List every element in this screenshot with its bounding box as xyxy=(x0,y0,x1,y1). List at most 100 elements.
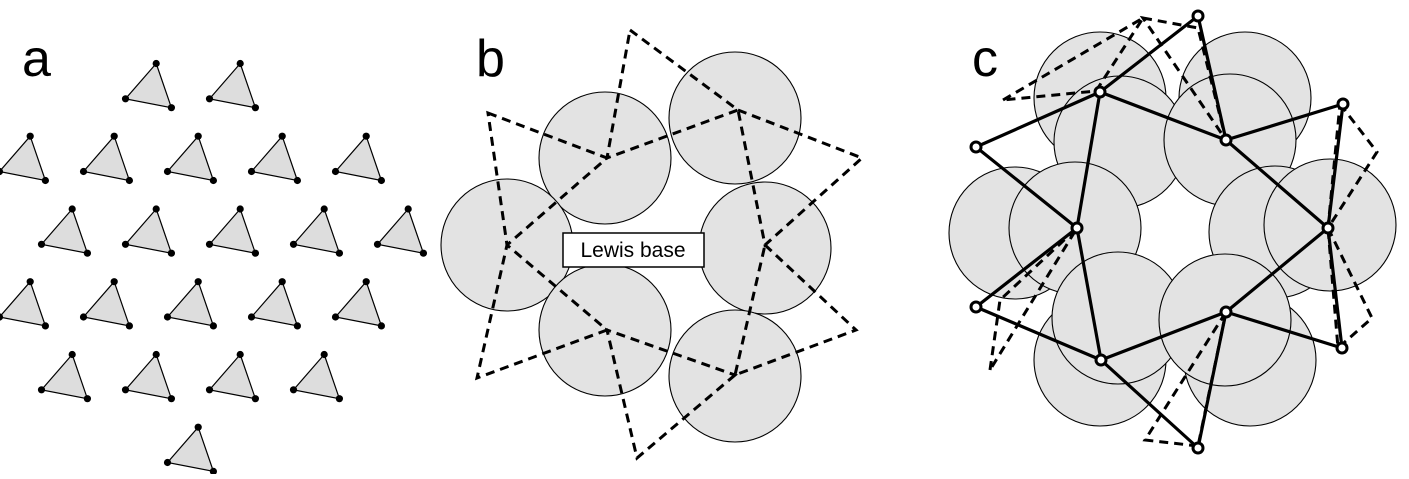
lattice-vertex xyxy=(251,104,259,112)
lattice-vertex xyxy=(293,176,301,185)
lattice-vertex xyxy=(163,167,172,176)
lattice-vertex xyxy=(289,240,298,248)
dashed-triangle xyxy=(604,327,738,461)
lattice-triangle xyxy=(166,280,215,327)
lattice-triangle xyxy=(208,207,257,254)
lattice-vertex xyxy=(167,249,175,257)
lattice-triangle xyxy=(124,62,173,109)
lattice-vertex xyxy=(236,205,244,213)
dashed-triangle xyxy=(732,242,859,378)
lattice-vertex xyxy=(247,167,256,176)
solid-triangle xyxy=(1224,102,1345,230)
lattice-vertex xyxy=(110,132,118,140)
lattice-vertex xyxy=(251,395,259,403)
vertex-node xyxy=(1321,221,1335,235)
lattice-vertex xyxy=(163,313,172,321)
vertex-node xyxy=(1336,97,1350,111)
panel-b: b Lewis base xyxy=(440,27,865,461)
c-vertices xyxy=(969,9,1350,455)
lattice-vertex xyxy=(236,350,244,359)
solid-triangle xyxy=(974,90,1102,230)
lattice-vertex xyxy=(209,467,217,475)
lattice-vertex xyxy=(377,176,385,185)
lattice-vertex xyxy=(68,205,76,213)
lattice-vertex xyxy=(404,205,412,213)
lattice-vertex xyxy=(194,132,202,140)
lattice-vertex xyxy=(331,313,340,321)
vertex-node xyxy=(1070,221,1084,235)
panel-c: c xyxy=(948,9,1397,455)
vertex-node xyxy=(1191,441,1205,455)
lattice-triangle xyxy=(292,207,341,254)
lattice-triangle xyxy=(292,353,341,400)
c-solid-triangles xyxy=(974,14,1345,450)
lattice-vertex xyxy=(419,249,427,257)
lattice-vertex xyxy=(278,132,286,140)
lattice-vertex xyxy=(209,322,217,330)
lattice-vertex xyxy=(83,249,91,257)
lattice-vertex xyxy=(320,205,328,213)
solid-triangle xyxy=(974,226,1103,362)
dashed-triangle xyxy=(486,110,610,248)
dashed-triangle xyxy=(735,107,865,248)
lattice-vertex xyxy=(373,240,382,248)
lattice-vertex xyxy=(125,322,133,330)
lattice-vertex xyxy=(37,240,46,248)
lattice-vertex xyxy=(362,278,370,286)
lattice-vertex xyxy=(167,395,175,403)
lewis-base-box xyxy=(562,232,705,268)
panel-label-b: b xyxy=(476,30,505,88)
lattice-triangle xyxy=(166,135,215,182)
lattice-vertex xyxy=(152,59,160,68)
lattice-vertex xyxy=(41,176,50,185)
dashed-triangle xyxy=(605,27,742,161)
lattice-vertex xyxy=(362,132,370,140)
lattice-vertex xyxy=(125,176,133,185)
lattice-vertex xyxy=(121,240,130,248)
lattice-vertex xyxy=(83,395,91,403)
lattice-triangle xyxy=(334,280,383,327)
solid-triangle xyxy=(1098,14,1228,142)
vertex-node xyxy=(1335,341,1349,355)
lattice-vertex xyxy=(41,322,50,330)
lattice-vertex xyxy=(320,350,328,359)
lattice-vertex xyxy=(205,240,214,248)
lattice-vertex xyxy=(0,167,4,176)
lattice-triangle xyxy=(40,207,89,254)
vertex-node xyxy=(1094,353,1108,367)
lattice-triangle xyxy=(124,207,173,254)
lattice-vertex xyxy=(289,386,298,394)
solid-triangle xyxy=(1099,310,1228,450)
lattice-vertex xyxy=(163,458,172,467)
lattice-triangle xyxy=(208,353,257,400)
lattice-vertex xyxy=(68,350,76,359)
lattice-triangle xyxy=(208,62,257,109)
dashed-triangle xyxy=(988,226,1079,371)
b-dashed-triangles xyxy=(474,27,865,461)
lattice-vertex xyxy=(209,176,217,185)
lattice-vertex xyxy=(205,95,214,103)
lattice-vertex xyxy=(152,205,160,213)
lattice-vertex xyxy=(37,386,46,394)
lattice-vertex xyxy=(26,278,34,286)
lattice-triangle xyxy=(40,353,89,400)
panel-label-c: c xyxy=(972,30,998,88)
lattice-triangle xyxy=(250,135,299,182)
lattice-triangle xyxy=(334,135,383,182)
lattice-vertex xyxy=(247,313,256,321)
lattice-vertex xyxy=(110,278,118,286)
lattice-vertex xyxy=(79,313,88,321)
lattice-vertex xyxy=(236,59,244,68)
vertex-node xyxy=(1191,9,1205,23)
solid-triangle xyxy=(1224,226,1344,350)
lattice-triangle xyxy=(376,207,425,254)
lattice-vertex xyxy=(251,249,259,257)
dashed-triangle xyxy=(1002,16,1145,102)
lattice-triangle xyxy=(82,280,131,327)
lattice-triangle xyxy=(250,280,299,327)
lattice-triangle xyxy=(166,426,215,473)
lattice-triangle xyxy=(82,135,131,182)
lattice-vertex xyxy=(194,423,202,431)
lattice-vertex xyxy=(26,132,34,140)
